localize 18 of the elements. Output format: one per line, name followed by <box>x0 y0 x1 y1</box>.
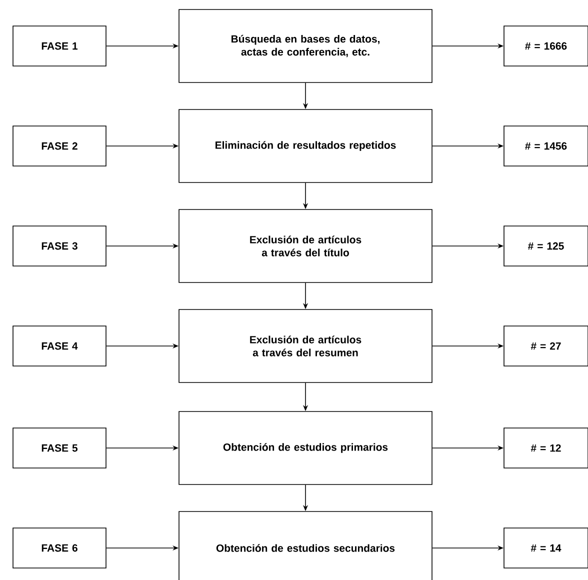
count-box: # = 14 <box>504 528 588 568</box>
phase-box: FASE 3 <box>12 226 106 266</box>
count-box: # = 125 <box>504 226 588 266</box>
phase-box: FASE 6 <box>12 528 106 568</box>
count-box: # = 12 <box>504 428 588 468</box>
process-box: Obtención de estudios secundarios <box>178 511 432 580</box>
process-box: Exclusión de artículos a través del resumen <box>178 309 432 383</box>
process-box: Exclusión de artículos a través del título <box>178 209 432 283</box>
process-box: Obtención de estudios primarios <box>178 411 432 485</box>
phase-box: FASE 5 <box>12 428 106 468</box>
count-box: # = 27 <box>504 326 588 366</box>
process-box: Búsqueda en bases de datos, actas de conferencia, etc. <box>178 9 432 83</box>
process-box: Eliminación de resultados repetidos <box>178 109 432 183</box>
count-box: # = 1666 <box>504 26 588 66</box>
phase-box: FASE 4 <box>12 326 106 366</box>
count-box: # = 1456 <box>504 126 588 166</box>
phase-box: FASE 2 <box>12 126 106 166</box>
phase-box: FASE 1 <box>12 26 106 66</box>
